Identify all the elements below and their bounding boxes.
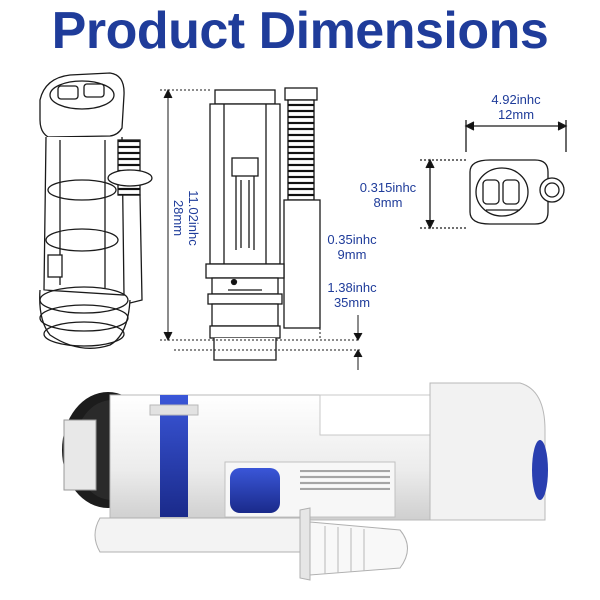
height-metric: 28mm [171, 199, 186, 237]
base-imperial: 1.38inhc [327, 280, 377, 295]
isometric-drawing [39, 72, 153, 349]
width-dimension-label: 4.92inhc 12mm [476, 92, 556, 122]
front-elevation-drawing [205, 87, 321, 361]
dimension-lines-front [160, 88, 363, 370]
base-metric: 35mm [333, 295, 371, 310]
outlet-imperial: 0.35inhc [327, 232, 377, 247]
width-metric: 12mm [497, 107, 535, 122]
outlet-metric: 9mm [337, 247, 367, 262]
outlet-dimension-label: 0.35inhc 9mm [316, 232, 388, 262]
base-dimension-label: 1.38inhc 35mm [316, 280, 388, 310]
product-photo [62, 382, 548, 581]
depth-metric: 8mm [373, 195, 403, 210]
depth-imperial: 0.315inhc [359, 180, 417, 195]
width-imperial: 4.92inhc [491, 92, 541, 107]
page-title: Product Dimensions [51, 2, 549, 60]
top-view-drawing [420, 120, 568, 230]
height-dimension-label: 11.02inhc 28mm [169, 173, 201, 263]
height-imperial: 11.02inhc [186, 190, 201, 246]
depth-dimension-label: 0.315inhc 8mm [350, 180, 426, 210]
